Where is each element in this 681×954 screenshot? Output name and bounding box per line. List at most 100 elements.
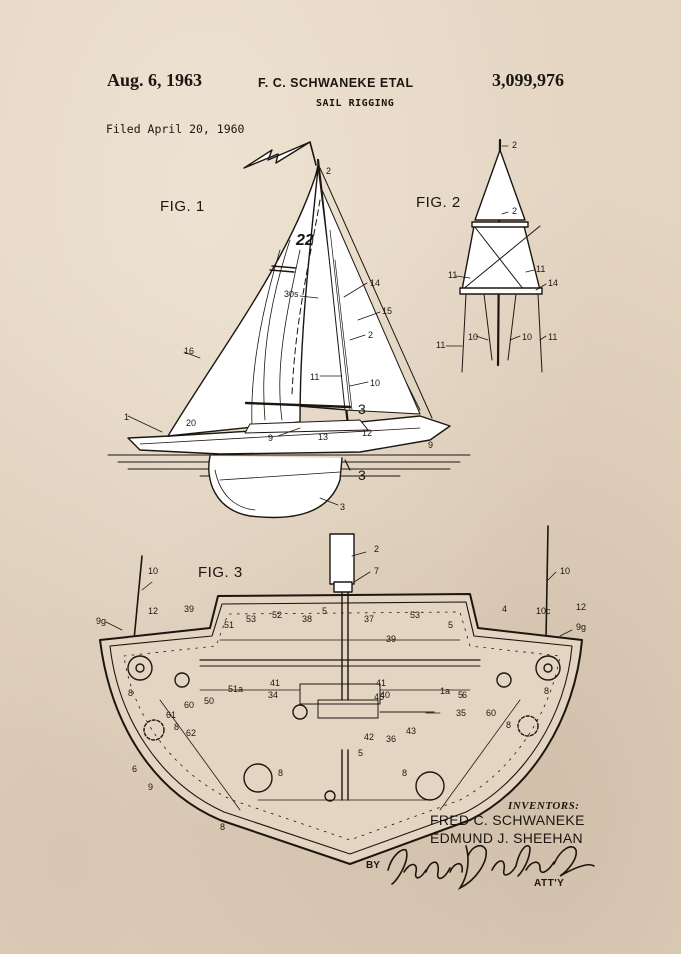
svg-text:39: 39 [184,604,194,614]
svg-text:12: 12 [576,602,586,612]
svg-text:3: 3 [358,467,366,483]
patent-title: SAIL RIGGING [316,98,395,109]
svg-text:3: 3 [358,401,366,417]
keel [208,455,343,519]
svg-text:37: 37 [364,614,374,624]
svg-text:7: 7 [374,566,379,576]
inventor-name-1: FRED C. SCHWANEKE [430,812,585,828]
svg-text:11: 11 [448,270,457,280]
fig-2-label: FIG. 2 [416,194,461,211]
svg-text:34: 34 [268,690,278,700]
svg-text:39: 39 [386,634,396,644]
sail-number: 22 [295,232,314,249]
pennant [243,141,311,169]
inventor-name-2: EDMUND J. SHEEHAN [430,830,583,846]
svg-text:36: 36 [386,734,396,744]
svg-text:2: 2 [374,544,379,554]
svg-text:60: 60 [486,708,496,718]
svg-text:14: 14 [370,278,380,288]
svg-text:10: 10 [468,332,478,342]
svg-text:10: 10 [148,566,158,576]
svg-text:8: 8 [174,722,179,732]
svg-text:8: 8 [220,822,225,832]
svg-text:11: 11 [310,372,319,382]
svg-text:13: 13 [318,432,328,442]
svg-text:8: 8 [128,688,133,698]
drawing-reference-numerals: 2 16 1 20 30s 14 15 2 11 10 9 13 12 9 3 … [96,140,586,832]
svg-text:11: 11 [536,264,545,274]
svg-text:62: 62 [186,728,196,738]
svg-text:12: 12 [148,606,158,616]
svg-text:10: 10 [560,566,570,576]
fig-3-leaders [105,551,573,714]
svg-text:38: 38 [302,614,312,624]
svg-text:42: 42 [364,732,374,742]
attorney-label: ATT'Y [534,878,565,889]
svg-text:5: 5 [322,606,327,616]
svg-text:41: 41 [376,678,386,688]
fig-1-sailboat [107,141,471,519]
attorney-signature [387,844,595,891]
svg-text:16: 16 [184,346,194,356]
svg-text:5: 5 [458,690,463,700]
svg-text:1a: 1a [440,686,450,696]
svg-text:41: 41 [270,678,280,688]
svg-text:50: 50 [204,696,214,706]
svg-text:53: 53 [410,610,420,620]
svg-text:3: 3 [340,502,345,512]
svg-text:6: 6 [132,764,137,774]
svg-text:52: 52 [272,610,282,620]
svg-text:15: 15 [382,306,392,316]
fig-1-leaders [127,282,381,506]
svg-text:5: 5 [358,748,363,758]
svg-text:35: 35 [456,708,466,718]
fig-3-cross-section [99,525,583,865]
filed-date: Filed April 20, 1960 [106,122,245,136]
svg-text:9: 9 [148,782,153,792]
hull [127,415,451,455]
svg-text:8: 8 [544,686,549,696]
svg-text:45: 45 [374,692,384,702]
svg-text:9: 9 [428,440,433,450]
svg-text:5: 5 [448,620,453,630]
svg-text:30s: 30s [284,289,299,299]
svg-text:51: 51 [224,620,234,630]
svg-text:60: 60 [184,700,194,710]
svg-text:2: 2 [326,166,331,176]
inventors-header: F. C. SCHWANEKE ETAL [258,76,414,90]
svg-text:51a: 51a [228,684,243,694]
svg-text:61: 61 [166,710,176,720]
svg-text:43: 43 [406,726,416,736]
svg-text:11: 11 [436,340,445,350]
by-label: BY [366,860,380,871]
patent-number: 3,099,976 [492,70,564,90]
svg-text:40: 40 [380,690,390,700]
fig-3-label: FIG. 3 [198,564,243,581]
svg-text:9: 9 [268,433,273,443]
inventors-label: INVENTORS: [508,800,580,812]
svg-text:11: 11 [548,332,557,342]
svg-text:6: 6 [462,690,467,700]
svg-text:4: 4 [502,604,507,614]
svg-text:12: 12 [362,428,372,438]
svg-text:9g: 9g [96,616,106,626]
svg-text:14: 14 [548,278,558,288]
svg-text:20: 20 [186,418,196,428]
svg-text:10c: 10c [536,606,551,616]
svg-text:2: 2 [512,206,517,216]
svg-text:2: 2 [512,140,517,150]
svg-text:2: 2 [368,330,373,340]
fig-2-mast-detail [445,138,547,373]
boom [244,401,352,409]
svg-text:1: 1 [124,412,129,422]
patent-date: Aug. 6, 1963 [107,70,203,90]
svg-text:8: 8 [278,768,283,778]
fig-1-label: FIG. 1 [160,198,205,215]
jib [167,167,319,437]
svg-text:10: 10 [522,332,532,342]
svg-text:8: 8 [506,720,511,730]
svg-text:9g: 9g [576,622,586,632]
svg-text:53: 53 [246,614,256,624]
svg-text:8: 8 [402,768,407,778]
